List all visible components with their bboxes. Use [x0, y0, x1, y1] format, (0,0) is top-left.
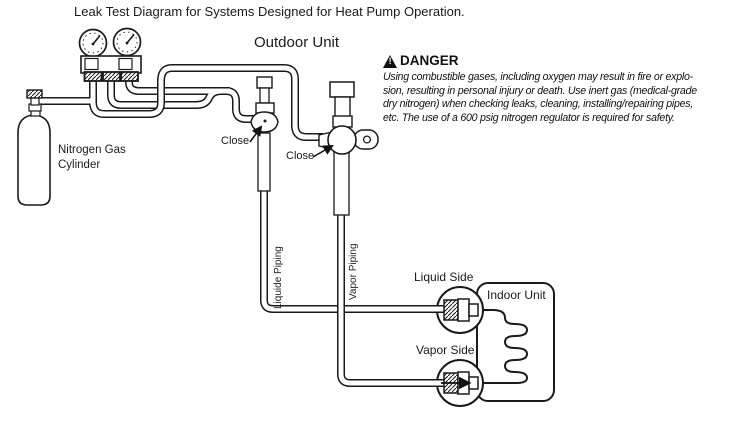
danger-line: Using combustible gases, including oxyge…: [383, 71, 693, 83]
nitrogen-cylinder-label: Nitrogen Gas Cylinder: [58, 144, 126, 171]
danger-line: sion, resulting in personal injury or de…: [383, 84, 697, 97]
leader-arrow-close-vapor: [312, 144, 334, 158]
page-title: Leak Test Diagram for Systems Designed f…: [74, 4, 465, 19]
vapor-piping-label: Vapor Piping: [348, 243, 359, 300]
indoor-unit-label: Indoor Unit: [487, 288, 546, 302]
warning-exclamation: !: [388, 55, 392, 66]
danger-notice: ! DANGER Using combustible gases, includ…: [383, 53, 749, 125]
liquid-flare-fitting: [443, 298, 479, 322]
manifold-gauge-set: [78, 27, 142, 82]
danger-line: etc. The use of a 600 psig nitrogen regu…: [383, 111, 675, 124]
liquid-piping-label: Liquide Piping: [273, 246, 284, 309]
danger-title: DANGER: [400, 53, 459, 68]
manifold-valve-caps: [83, 71, 139, 82]
pipe-liquid-piping: [260, 129, 447, 313]
danger-line: dry nitrogen) when checking leaks, clean…: [383, 98, 694, 111]
danger-heading: ! DANGER: [383, 53, 749, 69]
indoor-unit-box: [472, 282, 555, 402]
pipe-vapor-piping: [337, 153, 447, 387]
gauge-left: [78, 28, 108, 58]
liquid-side-label: Liquid Side: [414, 270, 474, 284]
vapor-flare-fitting: [441, 371, 479, 395]
danger-text: Using combustible gases, including oxyge…: [383, 71, 749, 125]
warning-triangle-icon: [383, 55, 397, 68]
leader-arrow-close-liquid: [249, 125, 263, 143]
pipe-vapor-feed: [36, 64, 323, 141]
liquid-service-valve: [250, 76, 279, 192]
gauge-right: [112, 27, 142, 57]
vapor-service-valve: [318, 81, 379, 216]
close-label-vapor-valve: Close: [286, 150, 315, 162]
cylinder-valve: [26, 89, 43, 117]
pipe-liquid-feed: [107, 76, 255, 123]
outdoor-unit-label: Outdoor Unit: [254, 34, 340, 51]
close-label-liquid-valve: Close: [221, 135, 250, 147]
nitrogen-cylinder: [17, 89, 51, 206]
heat-exchanger-coil: [472, 309, 529, 384]
vapor-side-label: Vapor Side: [416, 343, 475, 357]
